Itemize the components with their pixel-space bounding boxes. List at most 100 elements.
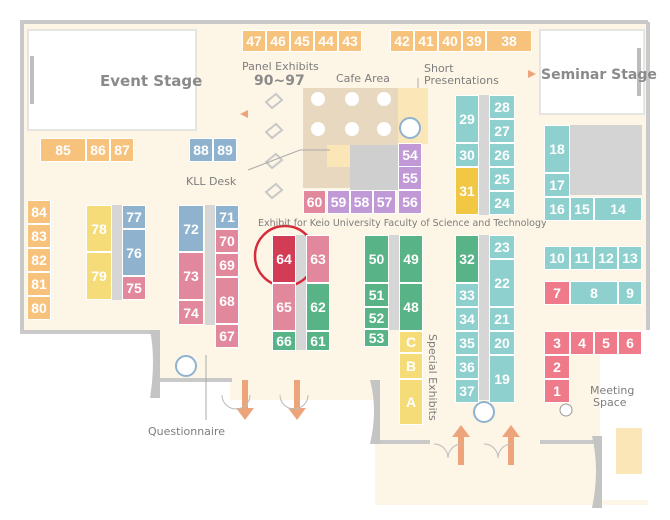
booth-a[interactable]: A — [399, 379, 423, 425]
booth-44[interactable]: 44 — [314, 30, 338, 52]
booth-23[interactable]: 23 — [489, 235, 515, 259]
booth-37[interactable]: 37 — [455, 379, 479, 403]
booth-87[interactable]: 87 — [110, 138, 134, 162]
booth-28[interactable]: 28 — [489, 95, 515, 119]
booth-85[interactable]: 85 — [40, 138, 86, 162]
booth-16[interactable]: 16 — [544, 197, 570, 221]
booth-53[interactable]: 53 — [364, 329, 389, 347]
booth-22[interactable]: 22 — [489, 259, 515, 307]
booth-75[interactable]: 75 — [122, 276, 146, 300]
booth-4[interactable]: 4 — [570, 331, 594, 355]
booth-9[interactable]: 9 — [618, 281, 642, 305]
booth-68[interactable]: 68 — [215, 277, 239, 324]
booth-78[interactable]: 78 — [86, 205, 112, 252]
booth-50[interactable]: 50 — [364, 235, 389, 283]
booth-79[interactable]: 79 — [86, 252, 112, 300]
booth-58[interactable]: 58 — [350, 190, 373, 214]
booth-63[interactable]: 63 — [306, 235, 330, 283]
booth-24[interactable]: 24 — [489, 191, 515, 215]
booth-b[interactable]: B — [399, 353, 423, 379]
booth-61[interactable]: 61 — [306, 331, 330, 351]
booth-51[interactable]: 51 — [364, 283, 389, 307]
booth-11[interactable]: 11 — [570, 246, 594, 270]
booth-45[interactable]: 45 — [290, 30, 314, 52]
booth-35[interactable]: 35 — [455, 331, 479, 355]
booth-13[interactable]: 13 — [618, 246, 642, 270]
booth-38[interactable]: 38 — [486, 30, 532, 52]
booth-86[interactable]: 86 — [86, 138, 110, 162]
booth-77[interactable]: 77 — [122, 205, 146, 229]
divider — [112, 205, 122, 300]
booth-65[interactable]: 65 — [272, 283, 296, 331]
booth-6[interactable]: 6 — [618, 331, 642, 355]
booth-70[interactable]: 70 — [215, 229, 239, 253]
booth-34[interactable]: 34 — [455, 307, 479, 331]
booth-60[interactable]: 60 — [303, 190, 326, 214]
booth-57[interactable]: 57 — [373, 190, 396, 214]
booth-49[interactable]: 49 — [399, 235, 423, 283]
booth-54[interactable]: 54 — [398, 143, 422, 167]
booth-36[interactable]: 36 — [455, 355, 479, 379]
event-stage — [27, 29, 197, 131]
booth-2[interactable]: 2 — [544, 355, 570, 379]
booth-76[interactable]: 76 — [122, 229, 146, 276]
booth-39[interactable]: 39 — [462, 30, 486, 52]
booth-32[interactable]: 32 — [455, 235, 479, 283]
booth-5[interactable]: 5 — [594, 331, 618, 355]
booth-29[interactable]: 29 — [455, 95, 479, 143]
booth-62[interactable]: 62 — [306, 283, 330, 331]
divider — [479, 95, 489, 215]
booth-71[interactable]: 71 — [215, 205, 239, 229]
booth-12[interactable]: 12 — [594, 246, 618, 270]
booth-80[interactable]: 80 — [27, 296, 51, 320]
booth-82[interactable]: 82 — [27, 248, 51, 272]
booth-10[interactable]: 10 — [544, 246, 570, 270]
booth-69[interactable]: 69 — [215, 253, 239, 277]
booth-19[interactable]: 19 — [489, 355, 515, 403]
booth-7[interactable]: 7 — [544, 281, 570, 305]
booth-c[interactable]: C — [399, 331, 423, 353]
pillar — [592, 436, 602, 508]
booth-18[interactable]: 18 — [544, 125, 570, 173]
meeting-space-label-1: Meeting — [590, 384, 635, 397]
booth-67[interactable]: 67 — [215, 324, 239, 348]
booth-25[interactable]: 25 — [489, 167, 515, 191]
booth-46[interactable]: 46 — [266, 30, 290, 52]
booth-74[interactable]: 74 — [178, 300, 204, 325]
booth-72[interactable]: 72 — [178, 205, 204, 252]
booth-43[interactable]: 43 — [338, 30, 362, 52]
booth-47[interactable]: 47 — [242, 30, 266, 52]
booth-27[interactable]: 27 — [489, 119, 515, 143]
booth-3[interactable]: 3 — [544, 331, 570, 355]
booth-31[interactable]: 31 — [455, 167, 479, 215]
divider — [479, 235, 489, 400]
booth-1[interactable]: 1 — [544, 379, 570, 403]
booth-48[interactable]: 48 — [399, 283, 423, 331]
booth-83[interactable]: 83 — [27, 224, 51, 248]
booth-73[interactable]: 73 — [178, 252, 204, 300]
booth-81[interactable]: 81 — [27, 272, 51, 296]
booth-33[interactable]: 33 — [455, 283, 479, 307]
booth-41[interactable]: 41 — [414, 30, 438, 52]
cafe-area-label: Cafe Area — [336, 72, 390, 85]
booth-64[interactable]: 64 — [272, 235, 296, 283]
booth-8[interactable]: 8 — [570, 281, 618, 305]
booth-15[interactable]: 15 — [570, 197, 594, 221]
booth-17[interactable]: 17 — [544, 173, 570, 197]
booth-30[interactable]: 30 — [455, 143, 479, 167]
booth-66[interactable]: 66 — [272, 331, 296, 351]
booth-40[interactable]: 40 — [438, 30, 462, 52]
booth-52[interactable]: 52 — [364, 307, 389, 329]
booth-26[interactable]: 26 — [489, 143, 515, 167]
booth-89[interactable]: 89 — [213, 138, 237, 162]
booth-84[interactable]: 84 — [27, 200, 51, 224]
booth-20[interactable]: 20 — [489, 331, 515, 355]
booth-55[interactable]: 55 — [398, 166, 422, 190]
booth-21[interactable]: 21 — [489, 307, 515, 331]
booth-59[interactable]: 59 — [327, 190, 350, 214]
booth-14[interactable]: 14 — [594, 197, 642, 221]
booth-42[interactable]: 42 — [390, 30, 414, 52]
booth-56[interactable]: 56 — [398, 190, 422, 214]
booth-88[interactable]: 88 — [189, 138, 213, 162]
